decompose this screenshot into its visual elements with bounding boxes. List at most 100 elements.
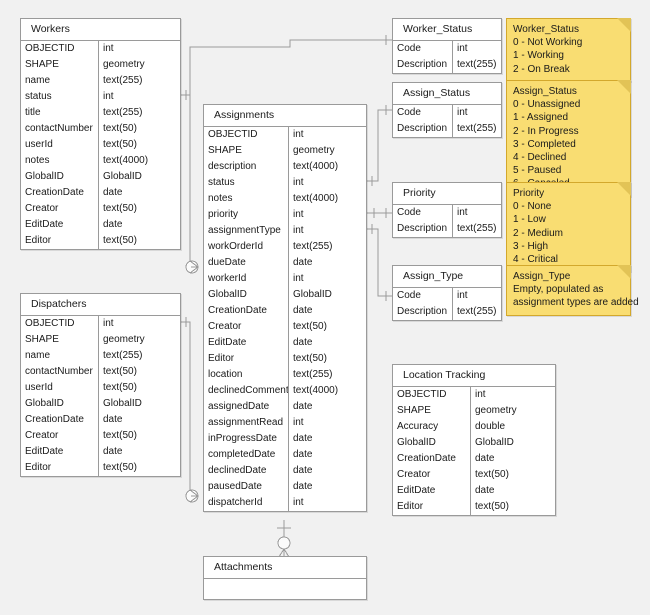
note-fold-icon	[617, 80, 631, 94]
field-type: text(4000)	[103, 155, 149, 166]
table-row: Creator text(50)	[21, 201, 180, 217]
field-name: name	[21, 73, 99, 89]
field-type: int	[293, 273, 304, 284]
field-name: Description	[393, 304, 453, 320]
field-type: text(50)	[103, 203, 137, 214]
field-type: date	[475, 485, 495, 496]
field-type: int	[103, 43, 114, 54]
note-title: Priority	[513, 188, 545, 199]
table-row: Description text(255)	[393, 304, 501, 320]
field-type: text(255)	[457, 59, 497, 70]
field-name: GlobalID	[21, 169, 99, 185]
field-type: GlobalID	[475, 437, 514, 448]
field-list-attachments	[204, 579, 366, 599]
note-line: assignment types are added	[513, 297, 639, 309]
field-name: Editor	[204, 351, 289, 367]
field-type: text(255)	[103, 350, 143, 361]
table-header-assign-type: Assign_Type	[393, 266, 501, 288]
field-name: name	[21, 348, 99, 364]
field-name: CreationDate	[393, 451, 471, 467]
note-line: 1 - Working	[513, 50, 564, 62]
field-name: Creator	[393, 467, 471, 483]
field-type: text(255)	[457, 306, 497, 317]
note-fold-icon	[617, 18, 631, 32]
field-type: date	[293, 481, 313, 492]
field-type: int	[293, 225, 304, 236]
field-name: CreationDate	[21, 412, 99, 428]
field-type: geometry	[103, 59, 145, 70]
field-name: Creator	[21, 201, 99, 217]
field-name: contactNumber	[21, 364, 99, 380]
field-type: GlobalID	[103, 171, 142, 182]
field-name: dispatcherId	[204, 495, 289, 511]
note-line: 0 - Not Working	[513, 37, 583, 49]
field-name: description	[204, 159, 289, 175]
field-name: workOrderId	[204, 239, 289, 255]
field-name: CreationDate	[21, 185, 99, 201]
table-header-assignments: Assignments	[204, 105, 366, 127]
field-name: GlobalID	[204, 287, 289, 303]
field-type: text(4000)	[293, 161, 339, 172]
field-type: date	[293, 257, 313, 268]
field-type: int	[293, 129, 304, 140]
field-name: Code	[393, 205, 453, 221]
table-row: Description text(255)	[393, 221, 501, 237]
field-type: text(255)	[293, 369, 333, 380]
field-type: text(4000)	[293, 193, 339, 204]
note-line: 4 - Critical	[513, 254, 559, 266]
field-type: text(255)	[457, 223, 497, 234]
note-line: 4 - Declined	[513, 152, 567, 164]
field-type: date	[103, 414, 123, 425]
table-attachments[interactable]: Attachments	[203, 556, 367, 600]
field-name: title	[21, 105, 99, 121]
note-line: 1 - Low	[513, 214, 546, 226]
field-name: Description	[393, 221, 453, 237]
field-name: OBJECTID	[21, 316, 99, 332]
field-name: OBJECTID	[393, 387, 471, 403]
field-name: status	[204, 175, 289, 191]
field-name: Code	[393, 288, 453, 304]
field-type: text(50)	[103, 123, 137, 134]
